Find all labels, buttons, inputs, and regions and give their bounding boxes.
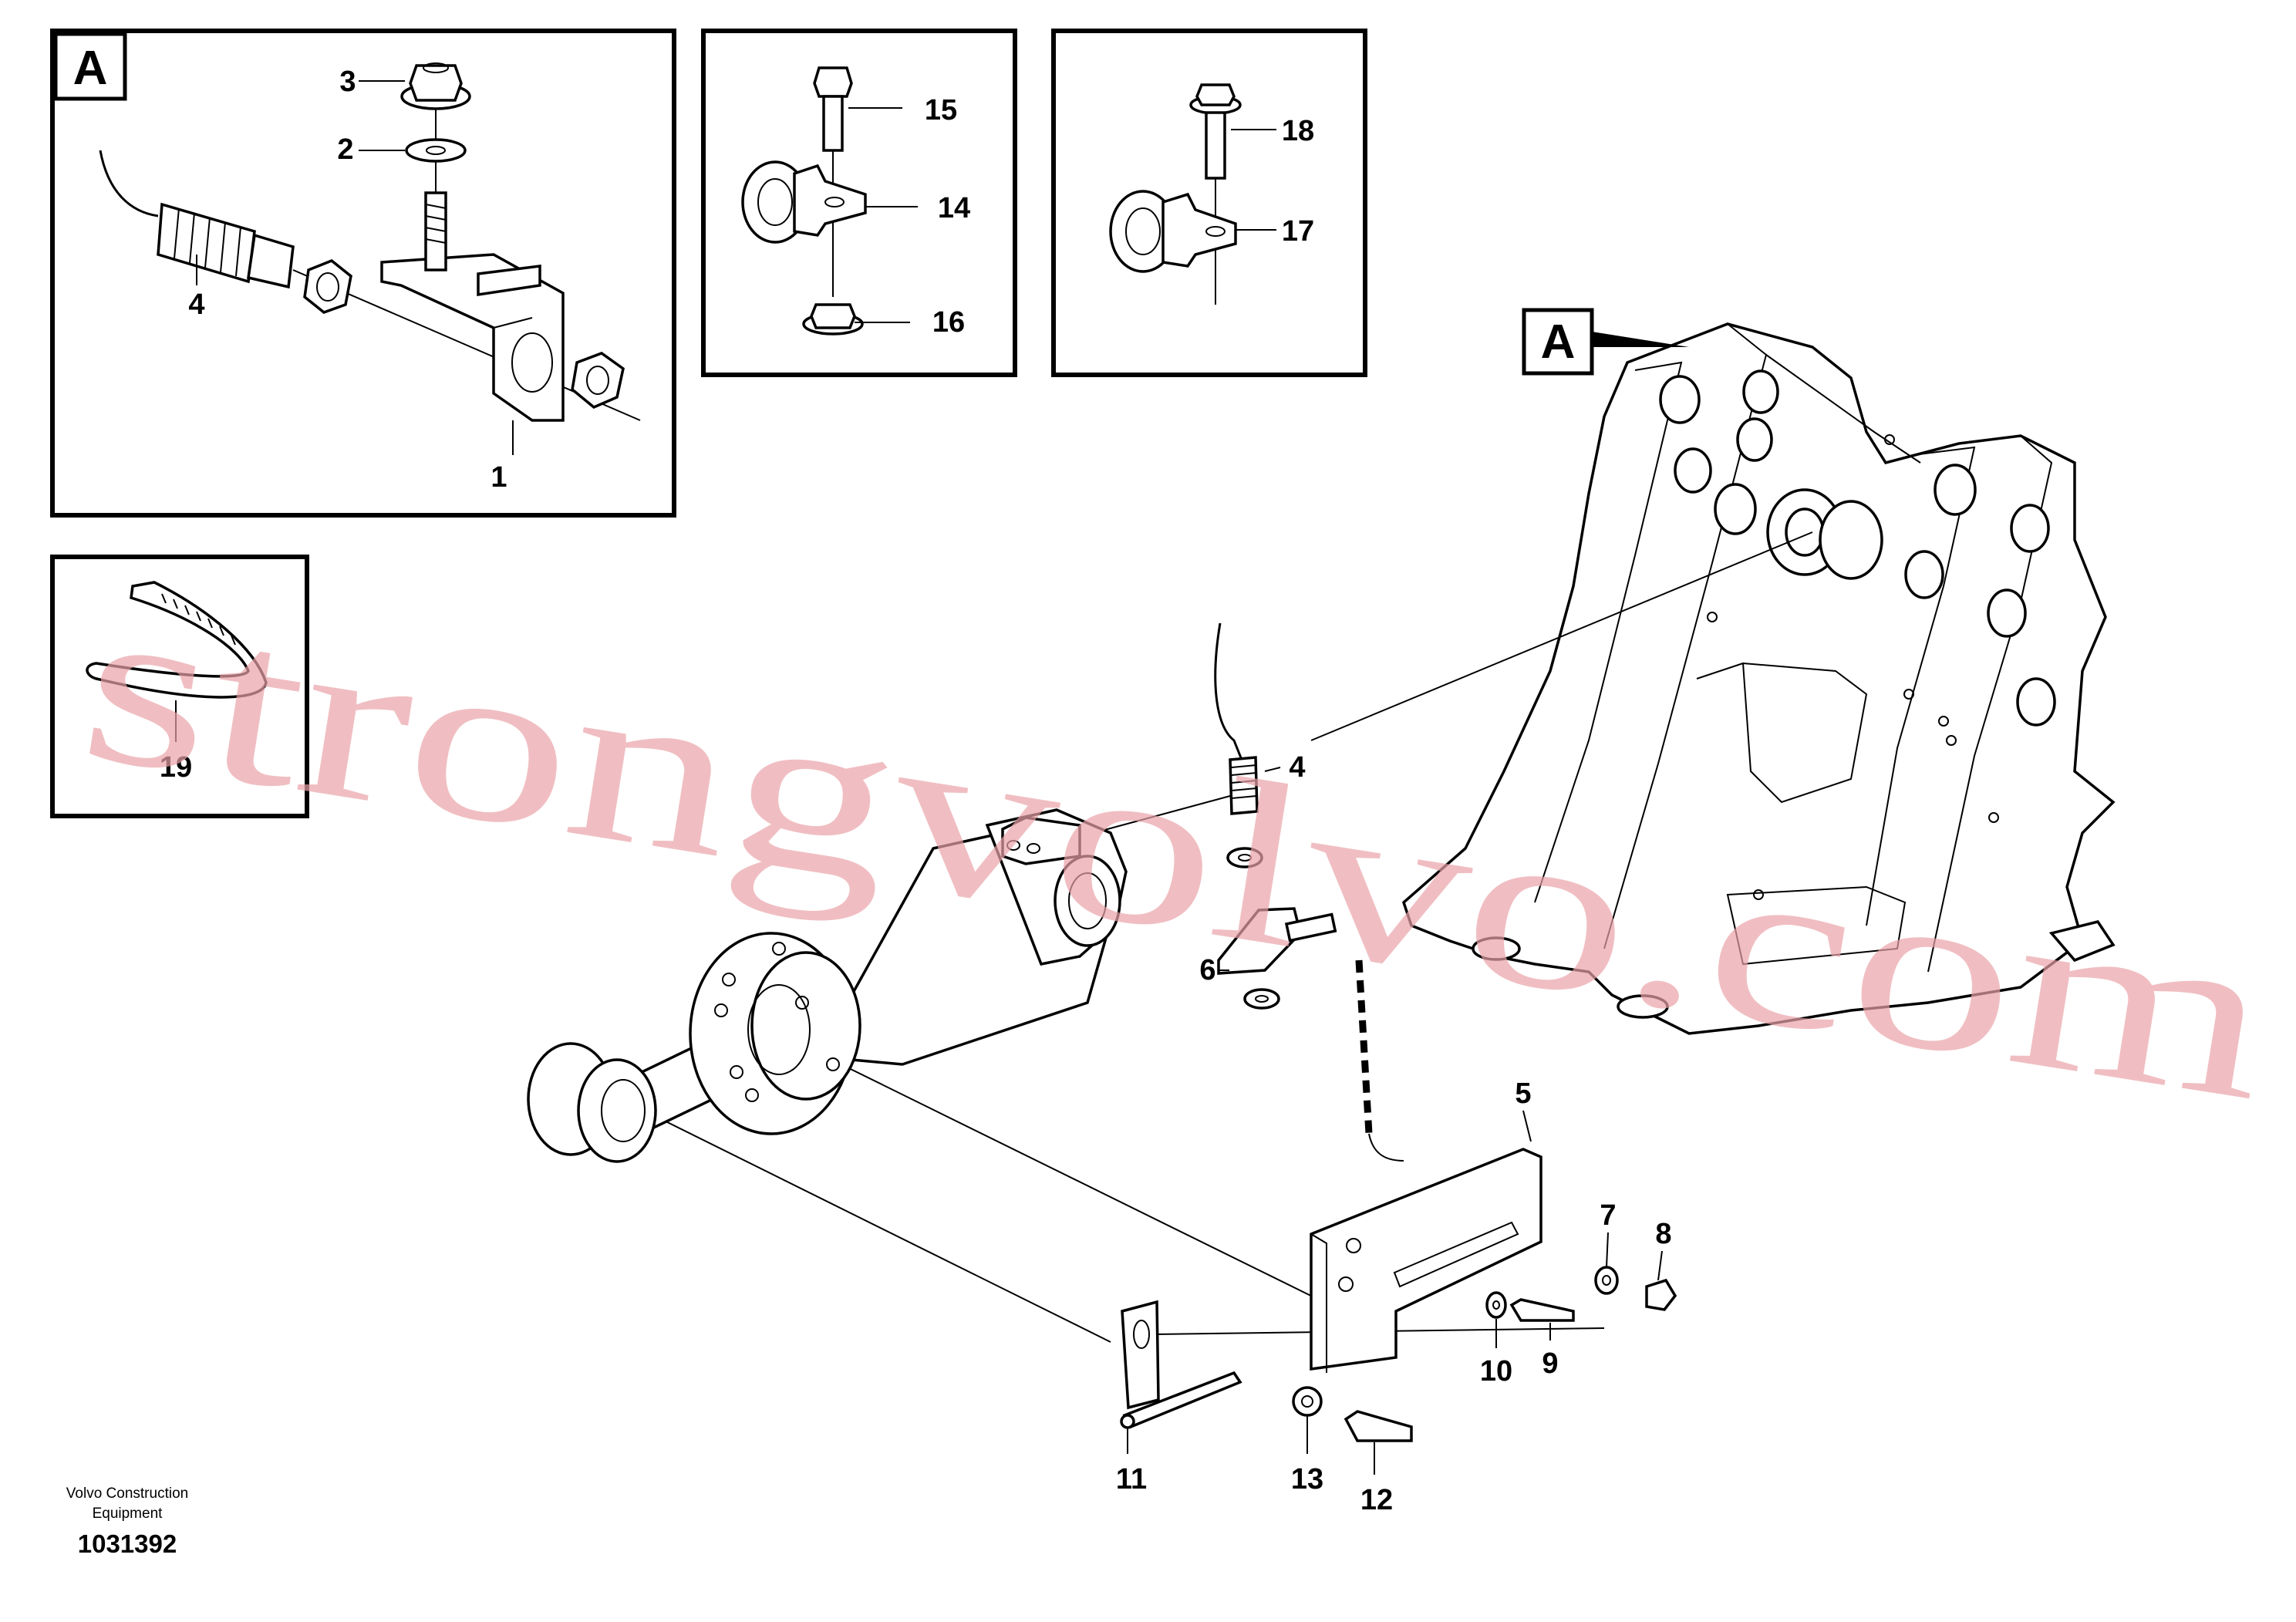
detail-a-marker: A (1522, 308, 1689, 376)
callout-14: 14 (938, 192, 970, 224)
stop-bracket (1120, 1300, 1242, 1429)
fasteners-lower (1292, 1386, 1413, 1442)
callout-7: 7 (1600, 1199, 1616, 1232)
callout-2: 2 (337, 133, 353, 166)
clamp-detail-panel-1 (701, 29, 1017, 377)
callout-4-detail: 4 (188, 288, 204, 321)
callout-12: 12 (1360, 1484, 1393, 1516)
callout-6: 6 (1199, 954, 1215, 986)
lock-nut-left (303, 258, 352, 314)
maker-line-2: Equipment (93, 1506, 164, 1522)
flange-nut-16 (802, 303, 864, 336)
sensor-cable (99, 150, 159, 218)
projection-line-upper (1310, 531, 1813, 741)
steering-cylinder (527, 808, 1128, 1163)
detail-a-panel: A (50, 29, 676, 518)
callout-11: 11 (1116, 1463, 1147, 1496)
drawing-number: 1031392 (78, 1529, 177, 1558)
bolt-15 (813, 66, 853, 152)
cable-clamp-17 (1109, 190, 1237, 273)
callout-8: 8 (1655, 1218, 1671, 1250)
callout-9: 9 (1542, 1347, 1558, 1380)
lock-nut-right (571, 352, 625, 410)
flange-nut (400, 62, 471, 110)
sensor-plate (1310, 1148, 1542, 1373)
bolt-18 (1189, 83, 1242, 180)
callout-15: 15 (925, 94, 957, 126)
callout-17: 17 (1282, 215, 1314, 248)
cable-tie (86, 581, 268, 699)
maker-line-1: Volvo Construction (66, 1485, 188, 1502)
callout-3: 3 (339, 66, 356, 98)
callout-1: 1 (491, 461, 507, 494)
projection-line-sensor (1087, 795, 1231, 835)
callout-10: 10 (1480, 1355, 1512, 1388)
cable-clamp-14 (741, 160, 867, 244)
callout-18: 18 (1282, 115, 1314, 147)
bracket-stud (424, 191, 447, 271)
callout-16: 16 (932, 306, 965, 339)
sensor-bracket (380, 253, 565, 422)
callout-19: 19 (160, 751, 192, 784)
cable-tie-panel (50, 555, 309, 818)
protective-hose (1355, 959, 1373, 1135)
fasteners-upper (1485, 1266, 1677, 1322)
callout-4: 4 (1289, 751, 1305, 784)
front-frame (1401, 322, 2116, 1035)
leader-lines (1127, 767, 1663, 1475)
callout-13: 13 (1291, 1463, 1323, 1496)
proximity-sensor (157, 202, 295, 289)
callout-5: 5 (1515, 1077, 1531, 1110)
detail-a-label: A (73, 42, 108, 95)
washer (405, 138, 467, 163)
clamp-detail-panel-2 (1051, 29, 1367, 377)
detail-a-marker-label: A (1541, 315, 1576, 369)
sensor-installed (1214, 622, 1337, 1010)
